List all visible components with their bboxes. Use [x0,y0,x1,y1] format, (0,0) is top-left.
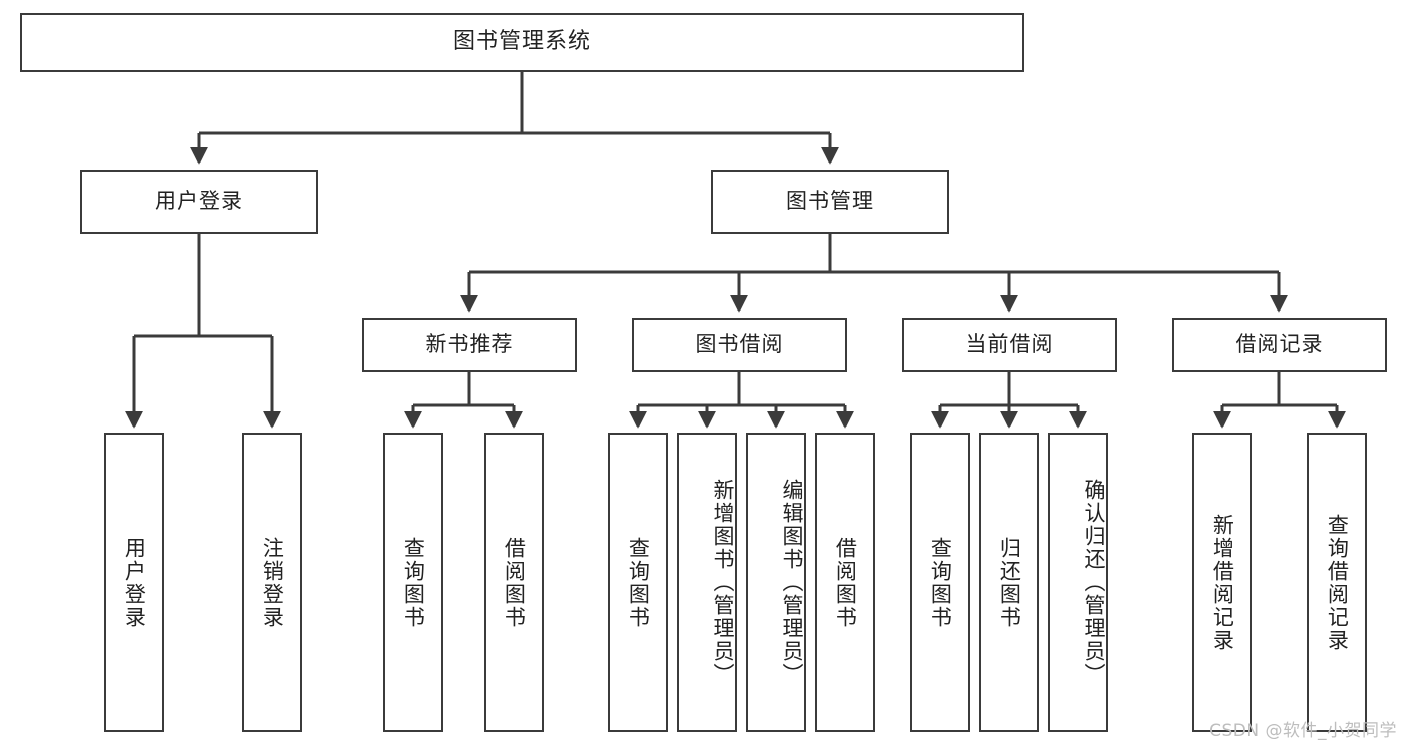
node-user-login-label: 用户登录 [155,189,243,214]
node-leaf-edit-book[interactable]: 编辑图书（管理员） [746,433,806,732]
node-root-system[interactable]: 图书管理系统 [20,13,1024,72]
node-leaf-user-login-label: 用户登录 [122,536,147,629]
node-leaf-confirm-return-label: 确认归还（管理员） [1082,479,1106,686]
node-leaf-user-login[interactable]: 用户登录 [104,433,164,732]
node-book-manage-label: 图书管理 [786,189,874,214]
node-leaf-logout-login-label: 注销登录 [260,536,285,629]
node-leaf-return-book[interactable]: 归还图书 [979,433,1039,732]
node-new-book-recommend-label: 新书推荐 [425,332,514,357]
node-current-borrow[interactable]: 当前借阅 [902,318,1117,372]
node-leaf-query-book-3-label: 查询图书 [928,536,953,629]
node-leaf-query-record[interactable]: 查询借阅记录 [1307,433,1367,732]
node-book-manage[interactable]: 图书管理 [711,170,949,234]
node-leaf-borrow-book-1-label: 借阅图书 [502,536,527,629]
node-current-borrow-label: 当前借阅 [965,332,1054,357]
node-borrow-record[interactable]: 借阅记录 [1172,318,1387,372]
node-book-borrow[interactable]: 图书借阅 [632,318,847,372]
node-leaf-logout-login[interactable]: 注销登录 [242,433,302,732]
node-book-borrow-label: 图书借阅 [695,332,784,357]
node-leaf-edit-book-label: 编辑图书（管理员） [780,479,804,686]
node-leaf-borrow-book-2-label: 借阅图书 [833,536,858,629]
node-leaf-borrow-book-1[interactable]: 借阅图书 [484,433,544,732]
node-leaf-query-book-3[interactable]: 查询图书 [910,433,970,732]
node-leaf-return-book-label: 归还图书 [997,536,1022,629]
node-leaf-query-book-2-label: 查询图书 [626,536,651,629]
node-leaf-query-record-label: 查询借阅记录 [1325,513,1350,652]
node-leaf-add-book-label: 新增图书（管理员） [711,479,735,686]
node-leaf-confirm-return[interactable]: 确认归还（管理员） [1048,433,1108,732]
node-user-login[interactable]: 用户登录 [80,170,318,234]
node-leaf-add-book[interactable]: 新增图书（管理员） [677,433,737,732]
node-leaf-add-record-label: 新增借阅记录 [1210,513,1235,652]
node-leaf-add-record[interactable]: 新增借阅记录 [1192,433,1252,732]
node-borrow-record-label: 借阅记录 [1235,332,1324,357]
node-leaf-query-book-2[interactable]: 查询图书 [608,433,668,732]
node-leaf-query-book-1[interactable]: 查询图书 [383,433,443,732]
node-leaf-query-book-1-label: 查询图书 [401,536,426,629]
watermark-text: CSDN @软件_小贺同学 [1209,721,1397,741]
node-leaf-borrow-book-2[interactable]: 借阅图书 [815,433,875,732]
node-new-book-recommend[interactable]: 新书推荐 [362,318,577,372]
node-root-system-label: 图书管理系统 [452,29,591,55]
